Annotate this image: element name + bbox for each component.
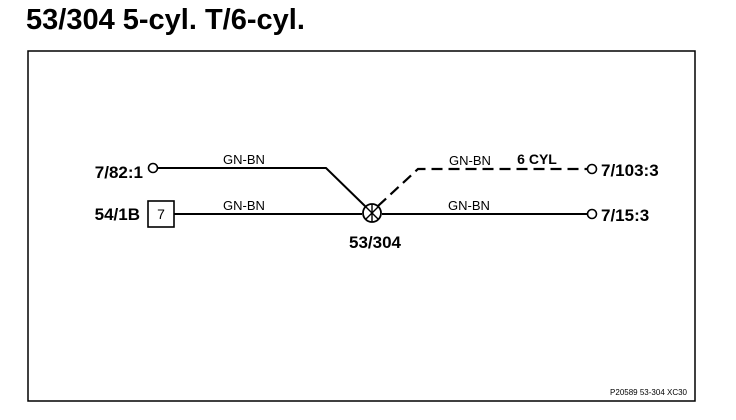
terminal-7-82-1-pin — [147, 162, 159, 174]
terminal-label-right-top: 7/103:3 — [601, 161, 659, 180]
diagram-frame — [27, 50, 696, 402]
connector-box-label: 7 — [157, 206, 165, 222]
terminal-7-103-3-pin — [586, 163, 598, 175]
terminal-label-left-top: 7/82:1 — [95, 163, 143, 182]
page-title: 53/304 5-cyl. T/6-cyl. — [26, 4, 305, 36]
terminal-label-left-bottom: 54/1B — [95, 205, 140, 224]
wire-right-top-dashed — [377, 167, 587, 207]
splice-icon — [362, 203, 382, 223]
wire-label-left-top: GN-BN — [223, 152, 265, 167]
splice-label: 53/304 — [349, 233, 402, 252]
wire-label-left-bottom: GN-BN — [223, 198, 265, 213]
terminal-label-right-bottom: 7/15:3 — [601, 206, 649, 225]
terminal-7-15-3-pin — [586, 208, 598, 220]
optional-note-label: 6 CYL — [517, 151, 557, 167]
wire-left-top — [157, 167, 367, 208]
wire-label-right-bottom: GN-BN — [448, 198, 490, 213]
connector-box — [147, 200, 175, 228]
wire-label-right-top: GN-BN — [449, 153, 491, 168]
reference-code: P20589 53-304 XC30 — [610, 388, 688, 397]
